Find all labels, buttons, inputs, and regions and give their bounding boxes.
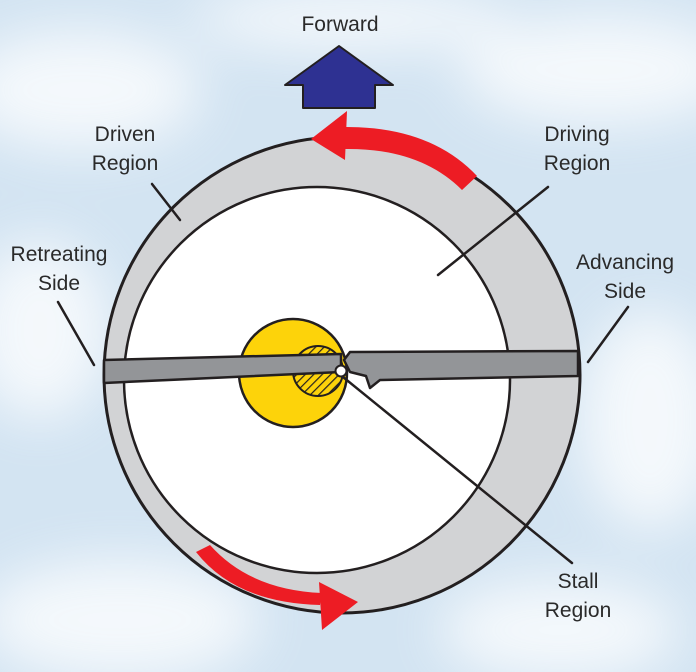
retreating-side-line-2: Side [37, 272, 81, 295]
advancing-side-leader [586, 305, 630, 364]
rotation-arrow-top [311, 111, 477, 190]
driving-region-line-2: Region [543, 152, 611, 175]
stall-region-label: Stall Region [528, 567, 628, 625]
rotation-arrow-bottom-body [196, 545, 322, 605]
driving-region-label: Driving Region [522, 120, 632, 178]
advancing-side-line-1: Advancing [575, 251, 675, 274]
driven-region-line-2: Region [91, 152, 159, 175]
advancing-side-label: Advancing Side [561, 248, 689, 306]
up-arrow-icon [284, 45, 394, 109]
rotation-arrow-top-body [343, 126, 477, 190]
stall-region-leader [341, 375, 574, 565]
driven-region-leader [150, 182, 182, 222]
advancing-blade [342, 349, 580, 390]
driven-region-label: Driven Region [70, 120, 180, 178]
forward-text: Forward [301, 13, 379, 36]
leader-lines [56, 182, 630, 565]
retreating-side-leader [56, 300, 96, 367]
driving-region-line-1: Driving [544, 123, 610, 146]
rotation-arrow-bottom [196, 545, 358, 630]
stall-region-line-2: Region [544, 599, 612, 622]
retreating-side-line-1: Retreating [10, 243, 108, 266]
blade-pivot [334, 364, 348, 378]
driven-region-line-1: Driven [94, 123, 156, 146]
stall-region-line-1: Stall [557, 570, 599, 593]
curved-arrow-icon [319, 582, 358, 630]
driving-region-leader [436, 185, 550, 277]
forward-label: Forward [290, 10, 390, 39]
retreating-side-label: Retreating Side [0, 240, 118, 298]
curved-arrow-icon [311, 111, 347, 160]
advancing-side-line-2: Side [603, 280, 647, 303]
